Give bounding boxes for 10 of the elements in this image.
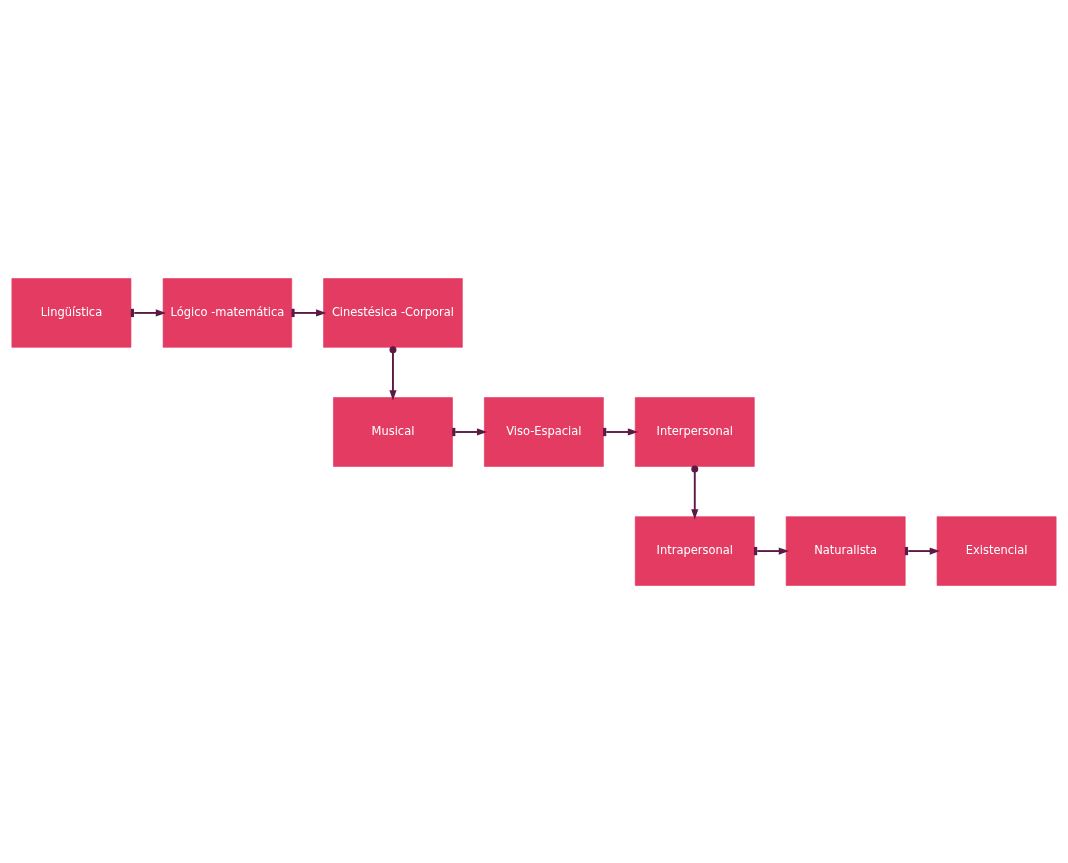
arrow — [389, 345, 397, 400]
node-box: Existencial — [936, 515, 1057, 586]
node-box: Intrapersonal — [634, 515, 755, 586]
node-box: Cinestésica -Corporal — [323, 277, 463, 348]
node-box: Naturalista — [785, 515, 906, 586]
arrow — [691, 464, 699, 520]
node-box: Musical — [333, 396, 453, 467]
arrow — [290, 308, 327, 317]
node-box: Viso-Espacial — [484, 396, 604, 467]
node-box: Interpersonal — [634, 396, 755, 467]
